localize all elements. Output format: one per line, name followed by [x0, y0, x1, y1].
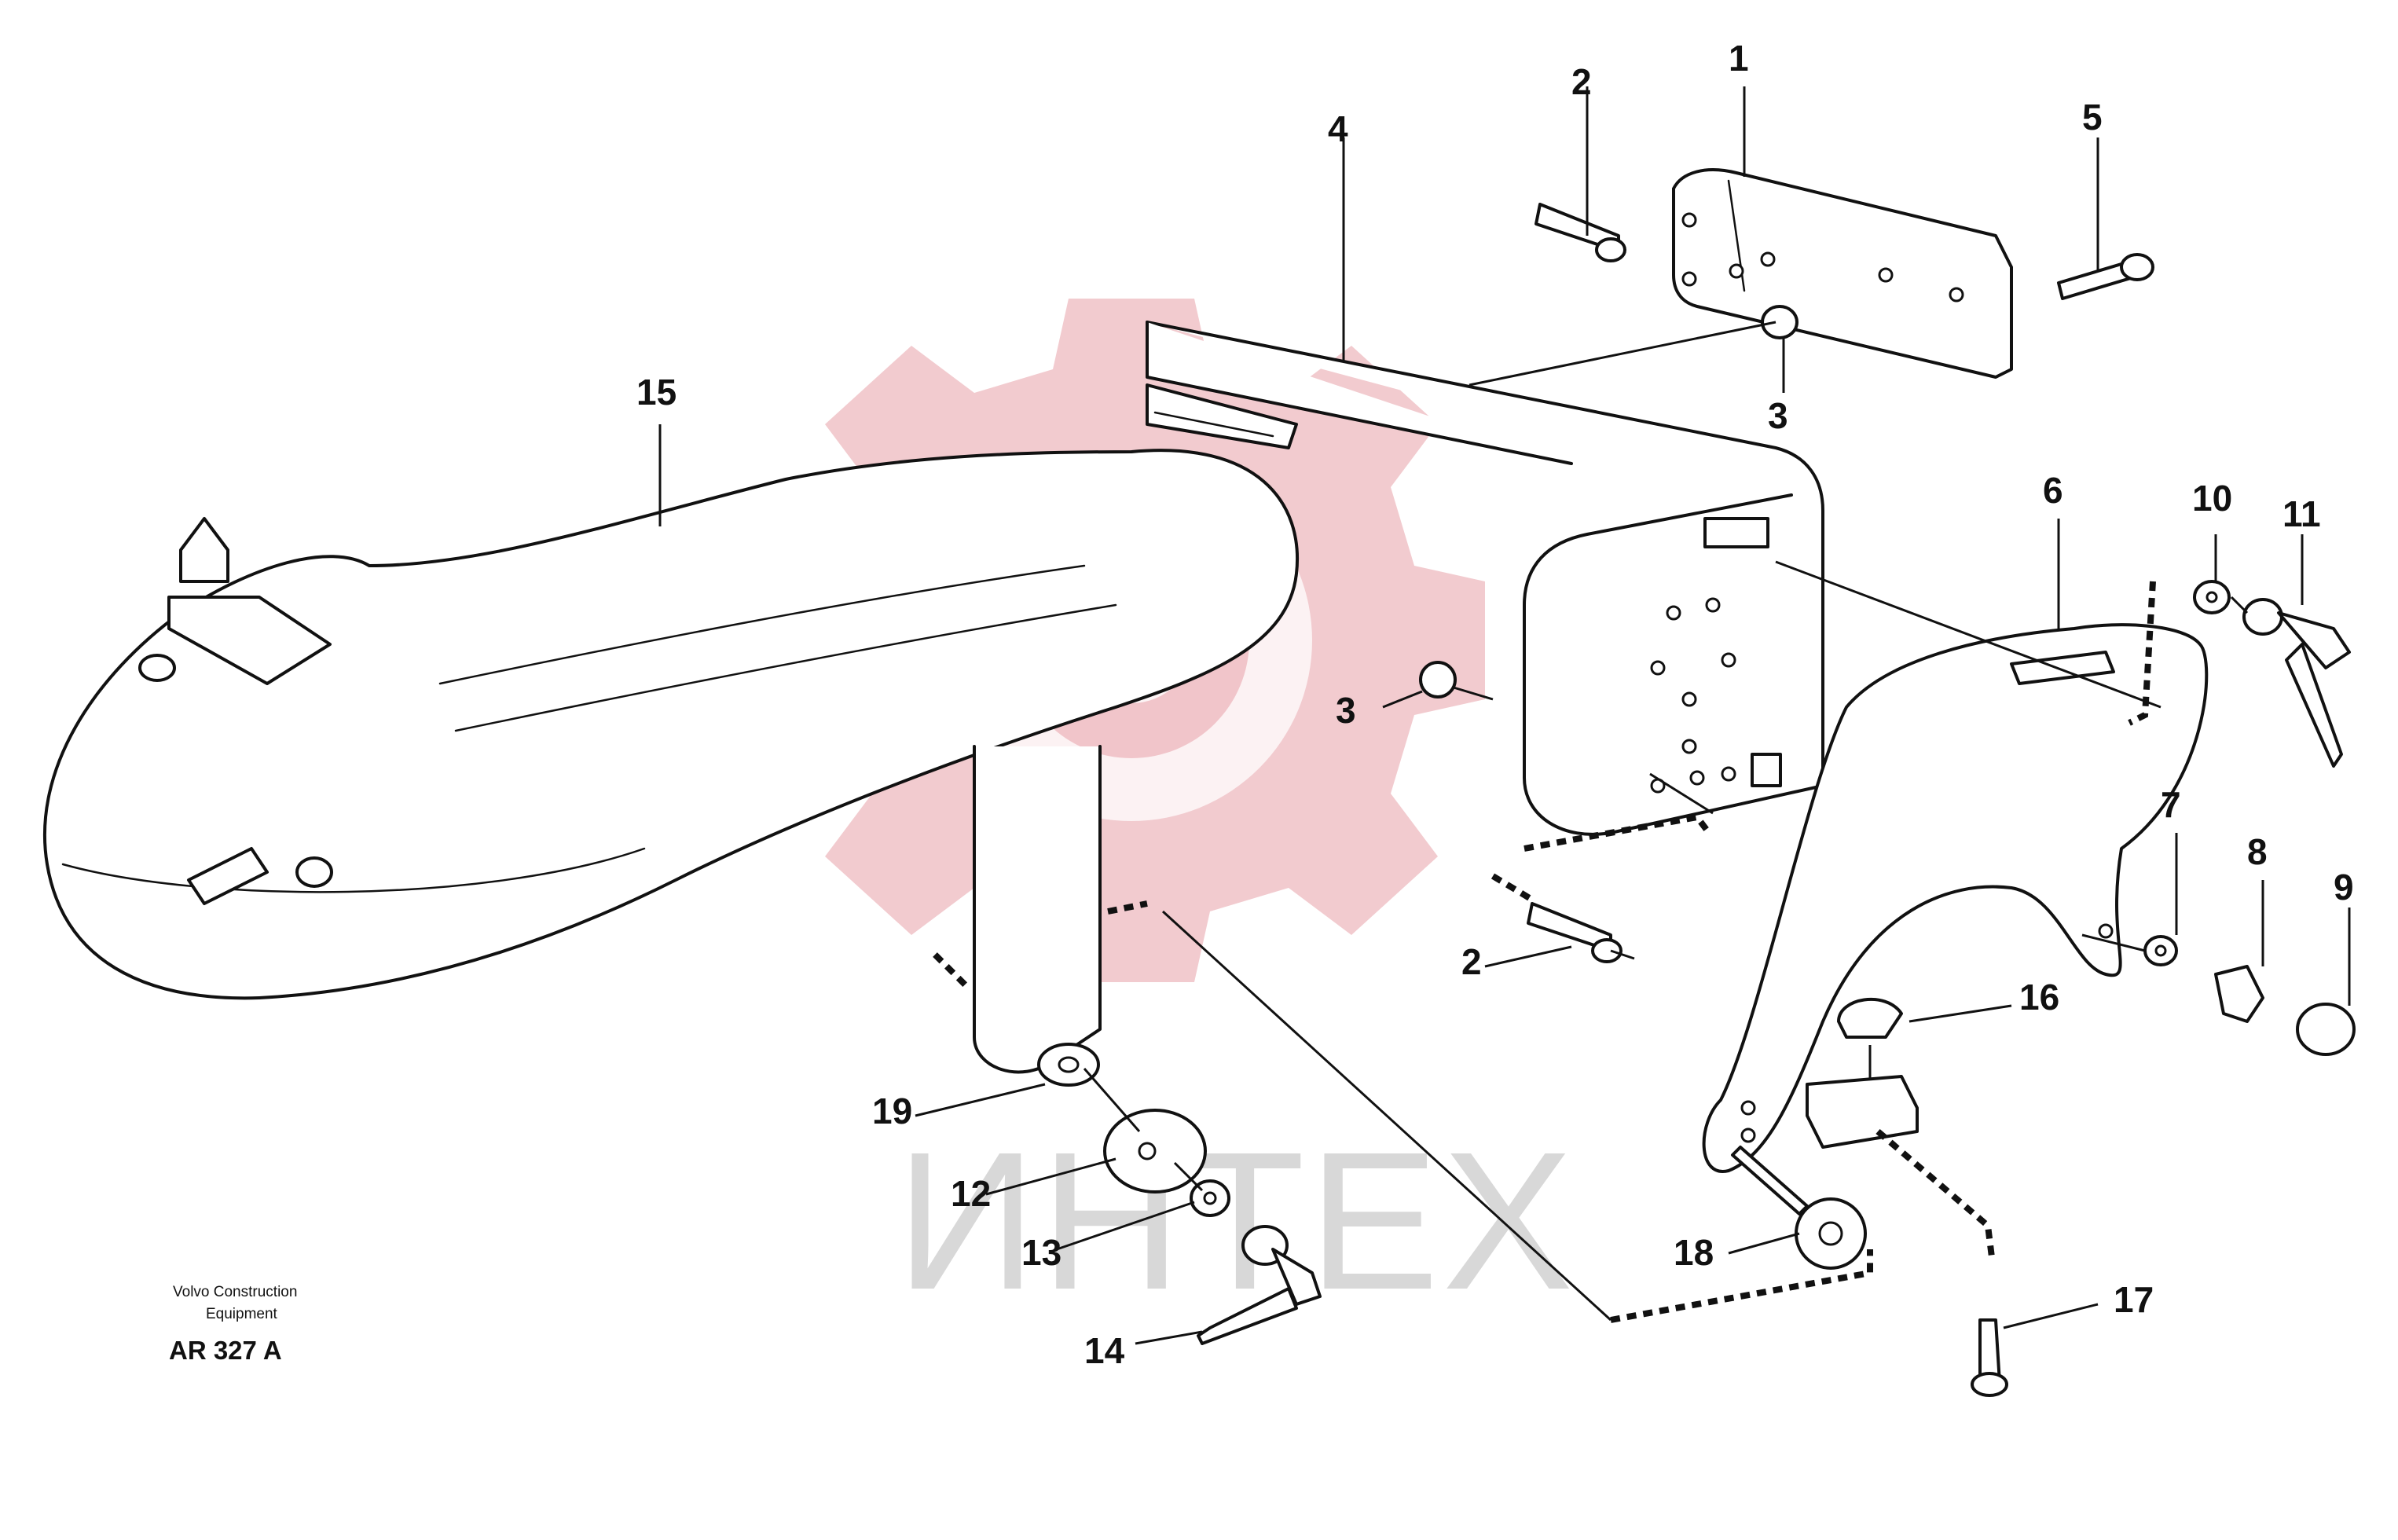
callout-6: 6 — [2043, 470, 2063, 511]
callout-3-left: 3 — [1336, 690, 1356, 731]
maker-line-2: Equipment — [206, 1306, 278, 1322]
callout-5: 5 — [2082, 97, 2103, 138]
support-plate — [1702, 623, 2209, 1173]
callout-12: 12 — [951, 1173, 991, 1214]
callout-10: 10 — [2192, 478, 2232, 519]
callout-labels: 1 2 2 3 3 4 5 6 7 8 9 10 11 12 13 14 15 … — [636, 38, 2354, 1371]
drawing-code: AR 327 A — [169, 1336, 282, 1365]
watermark-text: ИНТЕХ — [896, 1111, 1576, 1330]
callout-8: 8 — [2247, 831, 2268, 872]
maker-line-1: Volvo Construction — [173, 1284, 297, 1300]
callout-2-lower: 2 — [1461, 941, 1482, 982]
callout-4: 4 — [1328, 108, 1348, 149]
console-arm — [42, 449, 1299, 1087]
callout-2-upper: 2 — [1571, 61, 1592, 102]
callout-1: 1 — [1729, 38, 1749, 79]
callout-15: 15 — [636, 372, 676, 412]
footer: Volvo Construction Equipment AR 327 A — [169, 1284, 297, 1365]
bracket — [1146, 321, 1824, 836]
hardware — [1103, 203, 2356, 1397]
callout-7: 7 — [2161, 784, 2181, 825]
callout-14: 14 — [1084, 1330, 1125, 1371]
callout-18: 18 — [1674, 1232, 1714, 1273]
callout-11: 11 — [2282, 493, 2321, 534]
callout-13: 13 — [1021, 1232, 1062, 1273]
angle-plate — [1672, 168, 2013, 379]
callout-17: 17 — [2114, 1279, 2154, 1320]
callout-19: 19 — [872, 1091, 912, 1131]
callout-9: 9 — [2334, 867, 2354, 908]
callout-3-upper: 3 — [1768, 395, 1788, 436]
callout-16: 16 — [2019, 977, 2059, 1018]
leader-lines — [658, 86, 2351, 1345]
dashed-lines — [933, 581, 2156, 1323]
